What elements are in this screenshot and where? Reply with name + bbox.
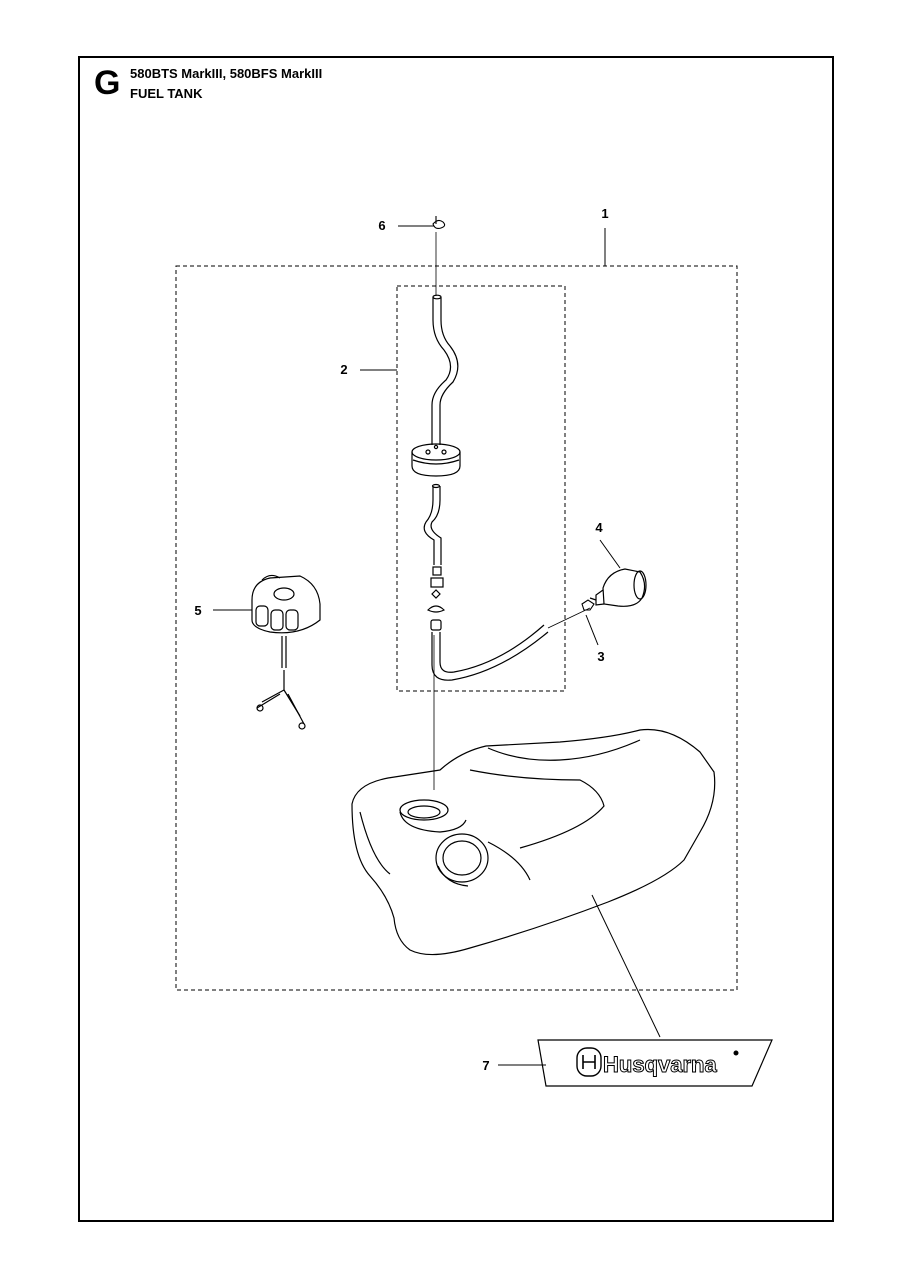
leader-4	[599, 539, 621, 569]
page-frame	[78, 56, 834, 1222]
lower-hose	[423, 483, 549, 681]
filter-link	[547, 607, 591, 629]
grommet-part	[411, 443, 461, 477]
decal-plate	[537, 1039, 773, 1087]
callout-6: 6	[378, 218, 386, 233]
clip-part	[432, 216, 446, 230]
assembly-box-2	[396, 285, 566, 692]
leader-3	[585, 614, 599, 646]
leader-tank	[591, 894, 661, 1038]
model-name: 580BTS MarkIII, 580BFS MarkIII	[130, 66, 323, 81]
fuel-cap-part	[251, 574, 321, 730]
callout-2: 2	[340, 362, 348, 377]
assembly-box-1	[175, 265, 738, 991]
callout-1: 1	[601, 206, 609, 221]
callout-4: 4	[595, 520, 603, 535]
upper-hose	[431, 294, 459, 445]
brand-logo: Husqvarna	[603, 1052, 717, 1077]
callout-5: 5	[194, 603, 202, 618]
section-letter: G	[94, 64, 121, 102]
fuel-filter-part	[589, 568, 647, 607]
callout-7: 7	[482, 1058, 490, 1073]
fuel-tank-part	[351, 728, 716, 956]
page-title: FUEL TANK	[130, 86, 203, 101]
callout-3: 3	[597, 649, 605, 664]
clamp-part	[581, 599, 595, 611]
